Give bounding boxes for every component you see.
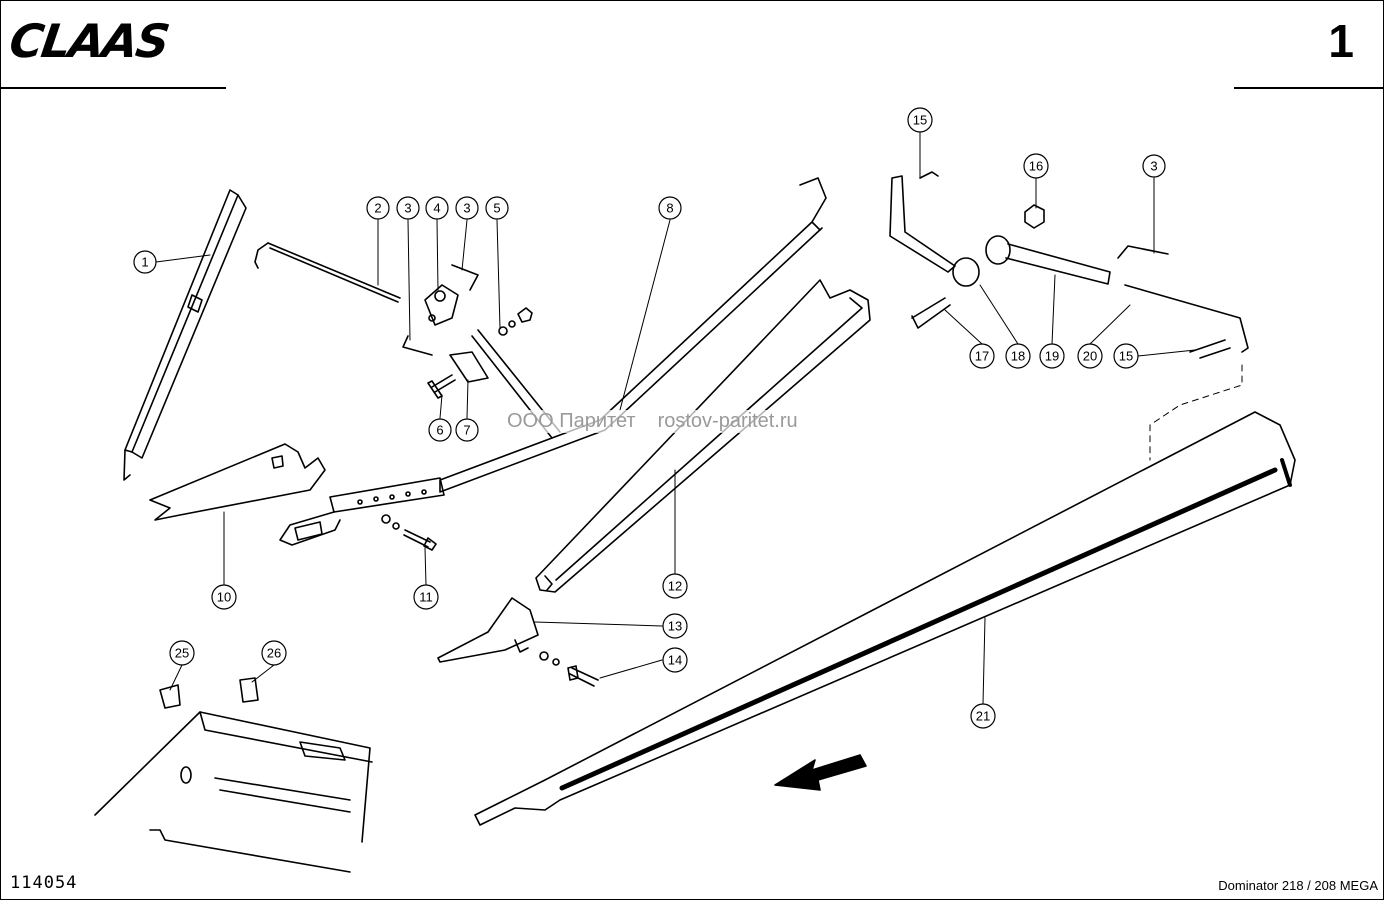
part-10-divider-point — [149, 443, 326, 521]
watermark: ООО Паритет rostov-paritet.ru — [497, 410, 830, 433]
part-15-cotter-pin — [919, 171, 939, 179]
callout-26: 26 — [261, 640, 287, 666]
part-3-l-pin-right — [1117, 245, 1169, 259]
callout-1: 1 — [133, 250, 157, 274]
callout-18: 18 — [1005, 343, 1031, 369]
part-3-l-pin-upper — [451, 264, 479, 291]
callout-15b: 15 — [1113, 343, 1139, 369]
svg-text:5: 5 — [493, 201, 500, 216]
svg-text:3: 3 — [463, 201, 470, 216]
svg-text:19: 19 — [1045, 349, 1059, 364]
callout-4: 4 — [425, 196, 449, 220]
callout-14: 14 — [662, 647, 688, 673]
part-15-cotter-pin-right — [1189, 339, 1231, 359]
svg-text:25: 25 — [175, 646, 189, 661]
callout-5: 5 — [485, 196, 509, 220]
part-7-plate — [449, 351, 489, 383]
svg-text:18: 18 — [1011, 349, 1025, 364]
part-21-divider-hood — [474, 411, 1296, 826]
part-1-angle-profile — [123, 189, 247, 481]
part-16-nut — [1024, 204, 1045, 229]
watermark-company: ООО Паритет — [507, 410, 636, 432]
svg-text:21: 21 — [976, 709, 990, 724]
svg-text:10: 10 — [217, 590, 231, 605]
part-5-washer-nut — [498, 307, 533, 336]
svg-text:12: 12 — [668, 579, 682, 594]
frame-detail — [94, 677, 373, 873]
svg-text:4: 4 — [433, 201, 440, 216]
part-6-bolt — [427, 374, 456, 399]
svg-text:14: 14 — [668, 653, 682, 668]
model-name: Dominator 218 / 208 MEGA — [1218, 878, 1378, 893]
part-4-clamp — [424, 284, 459, 326]
part-3-l-pin — [402, 335, 433, 356]
drawing-number: 114054 — [10, 873, 78, 893]
callout-3c: 3 — [1142, 154, 1166, 178]
svg-text:11: 11 — [419, 590, 433, 605]
callout-20: 20 — [1077, 343, 1103, 369]
callout-8: 8 — [658, 196, 682, 220]
part-19-shaft — [985, 235, 1111, 285]
callout-3b: 3 — [455, 196, 479, 220]
part-11-hardware — [381, 514, 437, 551]
part-13-tip — [437, 597, 539, 663]
svg-text:6: 6 — [436, 423, 443, 438]
svg-text:7: 7 — [463, 423, 470, 438]
callout-21: 21 — [970, 703, 996, 729]
svg-text:2: 2 — [374, 201, 381, 216]
callout-3: 3 — [396, 196, 420, 220]
callout-12: 12 — [662, 573, 688, 599]
svg-text:17: 17 — [975, 349, 989, 364]
svg-text:3: 3 — [404, 201, 411, 216]
svg-text:15: 15 — [913, 113, 927, 128]
svg-text:20: 20 — [1083, 349, 1097, 364]
svg-text:1: 1 — [141, 255, 148, 270]
part-2-bent-rod — [254, 242, 401, 303]
svg-text:15: 15 — [1119, 349, 1133, 364]
svg-text:3: 3 — [1150, 159, 1157, 174]
svg-text:26: 26 — [267, 646, 281, 661]
callout-2: 2 — [366, 196, 390, 220]
svg-text:16: 16 — [1029, 159, 1043, 174]
page-number: 1 — [1328, 15, 1354, 67]
header-rule-left — [0, 87, 226, 89]
part-17-bolt — [911, 297, 951, 329]
part-12-divider-tube — [535, 279, 871, 593]
watermark-site: rostov-paritet.ru — [657, 410, 798, 432]
part-8-arm — [279, 177, 827, 546]
callout-6: 6 — [428, 418, 452, 442]
crank-lever — [889, 175, 980, 287]
part-20-rod — [1124, 284, 1249, 353]
callout-16: 16 — [1023, 153, 1049, 179]
callout-15: 15 — [907, 107, 933, 133]
callout-25: 25 — [169, 640, 195, 666]
callout-13: 13 — [662, 613, 688, 639]
header-rule-right — [1234, 87, 1384, 89]
callout-19: 19 — [1039, 343, 1065, 369]
svg-text:13: 13 — [668, 619, 682, 634]
callout-7: 7 — [455, 418, 479, 442]
direction-arrow — [774, 754, 867, 791]
svg-text:8: 8 — [666, 201, 673, 216]
callout-10: 10 — [211, 584, 237, 610]
part-14-hardware — [539, 651, 599, 687]
callout-11: 11 — [413, 584, 439, 610]
callout-17: 17 — [969, 343, 995, 369]
